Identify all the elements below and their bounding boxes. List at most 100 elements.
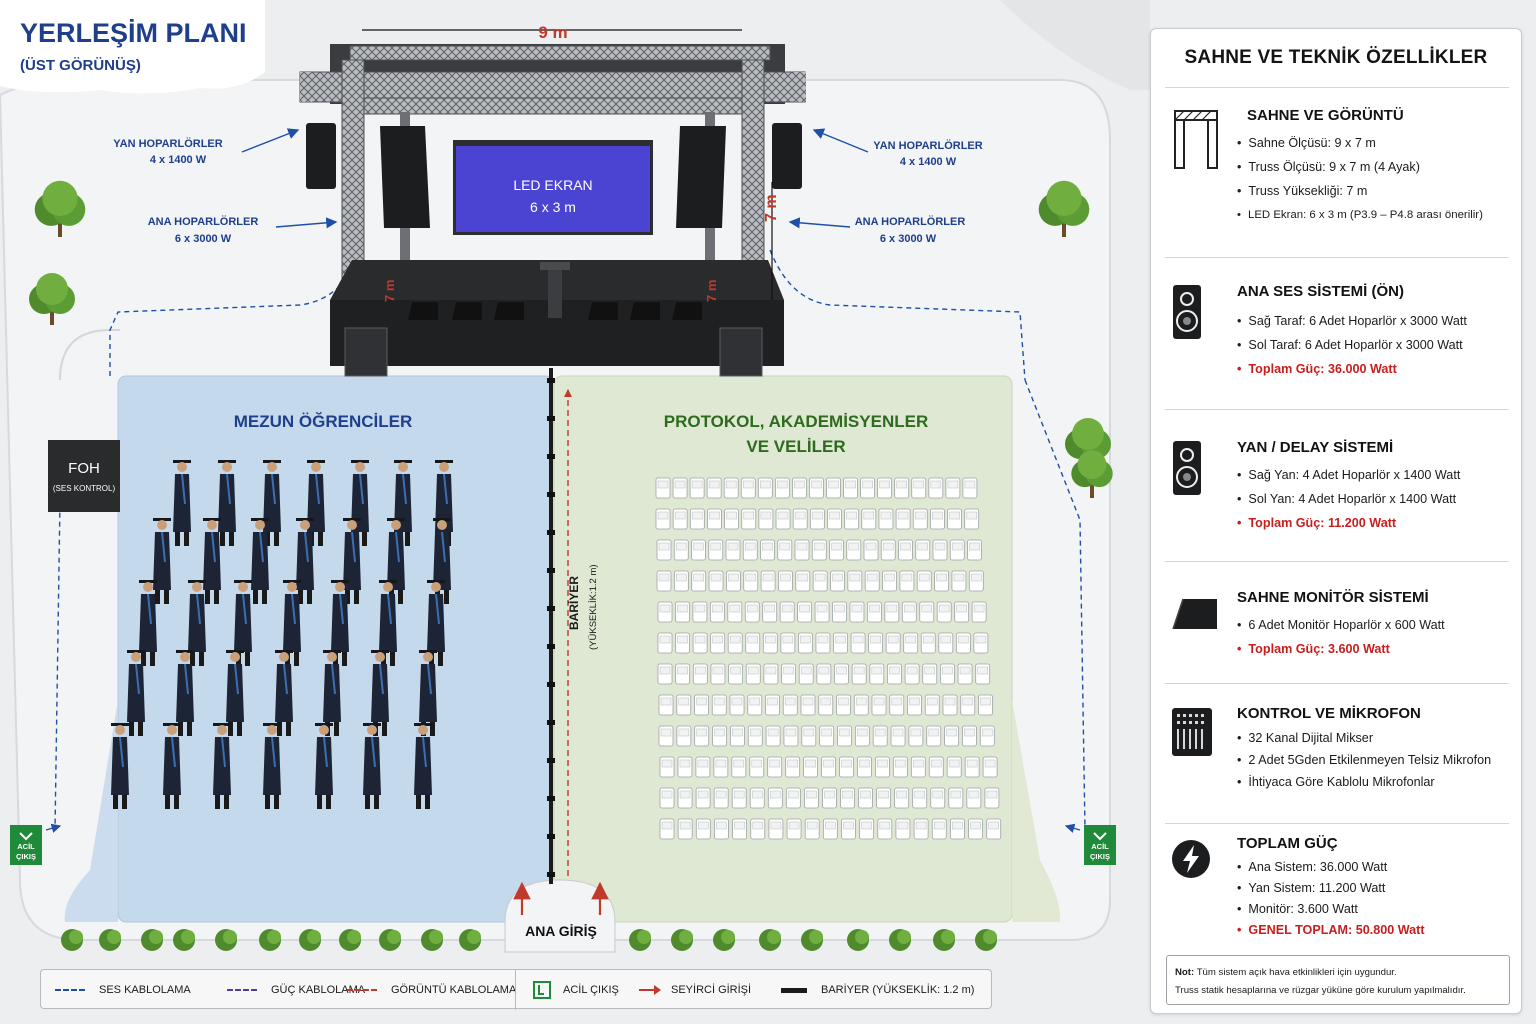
chair-icon (871, 694, 887, 716)
side-speaker-left-spec: 4 x 1400 W (150, 154, 207, 166)
hedge-icon (933, 929, 955, 951)
chair-icon (913, 818, 929, 840)
chair-icon (890, 725, 906, 747)
chair-icon (655, 508, 671, 530)
spec-item: Truss Yüksekliği: 7 m (1237, 179, 1483, 203)
section-heading-stage: SAHNE VE GÖRÜNTÜ (1247, 107, 1404, 124)
chair-icon (657, 663, 673, 685)
chair-icon (968, 818, 983, 840)
chair-icon (964, 756, 980, 778)
chair-icon (869, 663, 885, 685)
chair-icon (931, 818, 947, 840)
chair-icon (834, 663, 849, 685)
chair-icon (758, 508, 774, 530)
chair-icon (675, 632, 690, 654)
section-main-sound: ANA SES SİSTEMİ (ÖN) Sağ Taraf: 6 Adet H… (1165, 269, 1511, 409)
chair-icon (812, 570, 828, 592)
chair-icon (962, 477, 978, 499)
chair-icon (726, 570, 741, 592)
chair-icon (859, 818, 875, 840)
section-items-main-sound: Sağ Taraf: 6 Adet Hoparlör x 3000 Watt S… (1237, 309, 1466, 381)
section-heading-main-sound: ANA SES SİSTEMİ (ÖN) (1237, 283, 1404, 300)
chair-icon (659, 756, 675, 778)
graduate-figure (427, 580, 445, 666)
chair-icon (673, 539, 689, 561)
section-heading-monitor: SAHNE MONİTÖR SİSTEMİ (1237, 589, 1429, 606)
emergency-exit-right[interactable]: ACİL ÇIKIŞ (1064, 823, 1116, 865)
side-speaker-right-label: YAN HOPARLÖRLER (873, 139, 982, 152)
graduate-figure (127, 650, 145, 736)
chair-icon (846, 539, 862, 561)
chair-icon (779, 601, 795, 623)
foh-title: FOH (68, 460, 100, 477)
chair-icon (745, 663, 761, 685)
chair-icon (811, 539, 827, 561)
hedge-icon (629, 929, 651, 951)
section-delay-sound: YAN / DELAY SİSTEMİ Sağ Yan: 4 Adet Hopa… (1165, 421, 1511, 561)
chair-icon (910, 756, 926, 778)
chair-icon (801, 725, 817, 747)
tree-icon (1065, 418, 1111, 470)
chair-icon (695, 787, 711, 809)
spec-item: Monitör: 3.600 Watt (1237, 899, 1425, 920)
chair-icon (830, 570, 845, 592)
monitor-speaker-icon (452, 302, 482, 320)
spec-item: Yan Sistem: 11.200 Watt (1237, 878, 1425, 899)
chair-icon (677, 818, 693, 840)
chair-icon (839, 756, 854, 778)
main-speaker-right-icon (676, 126, 726, 228)
chair-icon (706, 477, 722, 499)
chair-icon (816, 663, 832, 685)
chair-icon (912, 787, 928, 809)
chair-icon (979, 725, 995, 747)
spec-item: 6 Adet Monitör Hoparlör x 600 Watt (1237, 613, 1444, 637)
chair-icon (895, 818, 911, 840)
chair-icon (938, 632, 954, 654)
chair-icon (743, 570, 759, 592)
chair-icon (822, 787, 837, 809)
chair-icon (827, 508, 842, 530)
hedge-icon (421, 929, 443, 951)
video-cable-swatch (347, 989, 377, 991)
chair-icon (986, 818, 1002, 840)
chair-icon (916, 570, 932, 592)
hedge-icon (259, 929, 281, 951)
chair-icon (864, 570, 880, 592)
chair-icon (763, 663, 779, 685)
stage-width-label: 9 m (538, 23, 567, 42)
emergency-exit-left[interactable]: ACİL ÇIKIŞ (10, 823, 62, 865)
chair-icon (957, 663, 973, 685)
entrance-notch (504, 879, 616, 953)
chair-icon (818, 694, 834, 716)
chair-icon (725, 539, 741, 561)
chair-icon (675, 601, 690, 623)
exit-left-line2: ÇIKIŞ (16, 852, 36, 861)
panel-note: Not: Tüm sistem açık hava etkinlikleri i… (1166, 955, 1510, 1005)
chair-icon (868, 632, 883, 654)
truss-icon (1174, 110, 1218, 169)
tree-icon (34, 180, 86, 237)
note-line2: Truss statik hesaplarına ve rüzgar yükün… (1175, 985, 1466, 996)
legend: SES KABLOLAMA GÜÇ KABLOLAMA GÖRÜNTÜ KABL… (40, 969, 992, 1010)
barrier-post (547, 720, 555, 725)
chair-icon (708, 539, 724, 561)
chair-icon (809, 508, 825, 530)
chair-icon (730, 725, 745, 747)
truss-height-label: 7 m (763, 194, 780, 222)
chair-icon (857, 756, 872, 778)
foh-booth[interactable]: FOH (SES KONTROL) (48, 440, 120, 512)
chair-icon (955, 632, 971, 654)
chair-icon (723, 477, 739, 499)
power-cable-swatch (227, 989, 257, 991)
chair-icon (781, 663, 796, 685)
chair-icon (673, 570, 689, 592)
tree-icon (29, 273, 75, 325)
chair-icon (778, 570, 793, 592)
leg-height-left-label: 7 m (382, 280, 397, 302)
chair-icon (930, 787, 946, 809)
hedge-icon (847, 929, 869, 951)
exit-sign-right-icon (1084, 825, 1116, 865)
chair-icon (944, 725, 959, 747)
chair-icon (872, 725, 888, 747)
chair-icon (709, 601, 725, 623)
